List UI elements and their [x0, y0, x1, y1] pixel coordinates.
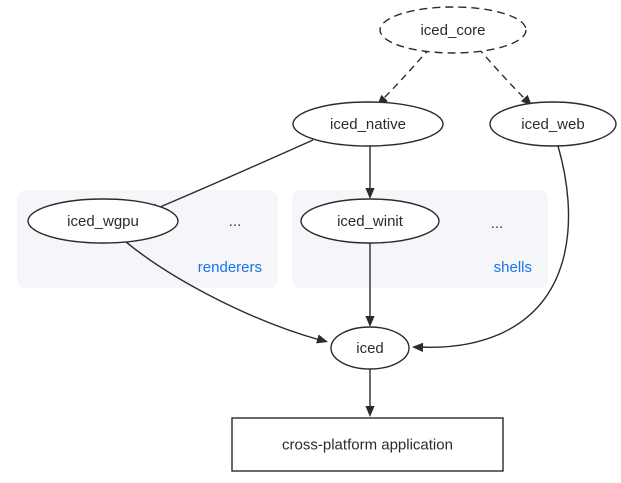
edge-line-wgpu-to-iced [125, 241, 321, 341]
arrowhead-native-to-winit [365, 188, 375, 199]
node-iced_web[interactable]: iced_web [489, 101, 617, 147]
node-label-iced_wgpu: iced_wgpu [67, 213, 139, 230]
node-shape-iced_core [379, 6, 527, 54]
edge-line-core-to-native [380, 47, 431, 102]
ellipsis-shells-more: ... [491, 215, 504, 232]
node-label-app: cross-platform application [282, 436, 453, 453]
arrowhead-iced-to-app [365, 406, 375, 417]
arrowhead-wgpu-to-iced [316, 334, 328, 344]
node-iced_native[interactable]: iced_native [292, 101, 444, 147]
node-shape-iced_winit [300, 198, 440, 244]
node-app[interactable]: cross-platform application [231, 417, 504, 472]
edge-web-to-iced [412, 145, 570, 352]
node-label-iced_core: iced_core [420, 22, 485, 39]
node-iced_winit[interactable]: iced_winit [300, 198, 440, 244]
node-iced[interactable]: iced [330, 326, 410, 370]
edge-core-to-web [477, 47, 532, 106]
placeholder-group: ...... [229, 213, 504, 232]
edge-line-native-to-wgpu [152, 139, 314, 211]
node-iced_wgpu[interactable]: iced_wgpu [27, 198, 179, 244]
node-shape-iced [330, 326, 410, 370]
edge-wgpu-to-iced [125, 241, 328, 344]
cluster-label-shells: shells [494, 259, 532, 276]
node-label-iced: iced [356, 340, 384, 357]
node-shape-iced_native [292, 101, 444, 147]
edge-iced-to-app [365, 369, 375, 417]
edge-native-to-winit [365, 146, 375, 199]
edge-winit-to-iced [365, 243, 375, 327]
node-shape-app [231, 417, 504, 472]
edge-line-core-to-web [477, 47, 528, 102]
node-label-iced_native: iced_native [330, 116, 406, 133]
node-shape-iced_wgpu [27, 198, 179, 244]
arrowhead-winit-to-iced [365, 316, 375, 327]
node-label-iced_web: iced_web [521, 116, 584, 133]
node-shape-iced_web [489, 101, 617, 147]
edge-core-to-native [377, 47, 431, 106]
edge-line-web-to-iced [419, 145, 570, 348]
node-label-iced_winit: iced_winit [337, 213, 404, 230]
ellipsis-renderers-more: ... [229, 213, 242, 230]
cluster-label-renderers: renderers [198, 259, 262, 276]
arrowhead-web-to-iced [412, 342, 424, 352]
node-iced_core[interactable]: iced_core [379, 6, 527, 54]
